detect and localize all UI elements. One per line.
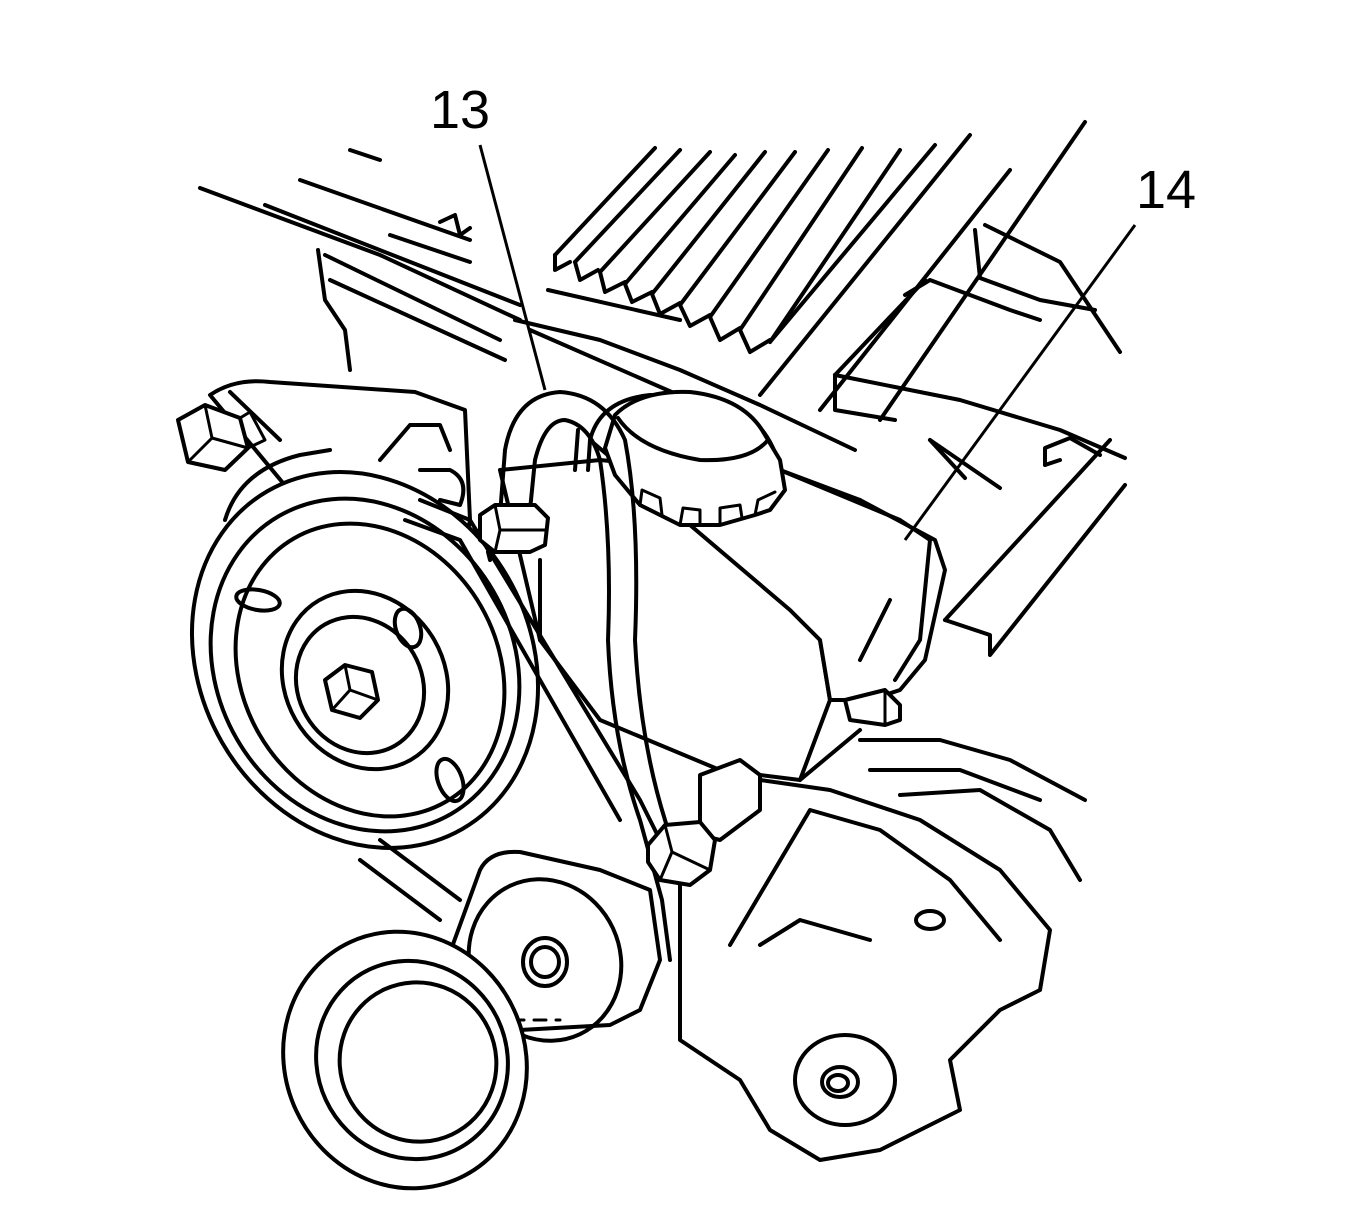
lower-engine-lines (798, 728, 1087, 882)
reservoir-cap (603, 389, 787, 527)
callout-13: 13 (430, 80, 547, 391)
bolt-left (176, 403, 267, 472)
pipe-fitting-top (478, 503, 550, 562)
callout-14-leader (903, 224, 1137, 541)
callout-13-label: 13 (430, 80, 490, 140)
right-bracket (678, 778, 1052, 1162)
intake-structure (833, 223, 1127, 657)
pump-pulley (190, 470, 540, 850)
callout-14-label: 14 (1136, 160, 1196, 220)
idler-pulley (281, 929, 529, 1191)
pipe-fitting-bottom (646, 758, 762, 887)
callout-14: 14 (903, 160, 1196, 541)
cylinder-head-fins (546, 120, 1087, 422)
engine-block-lines (198, 148, 857, 452)
pressure-pipe (498, 390, 692, 962)
callout-13-leader (478, 144, 547, 391)
